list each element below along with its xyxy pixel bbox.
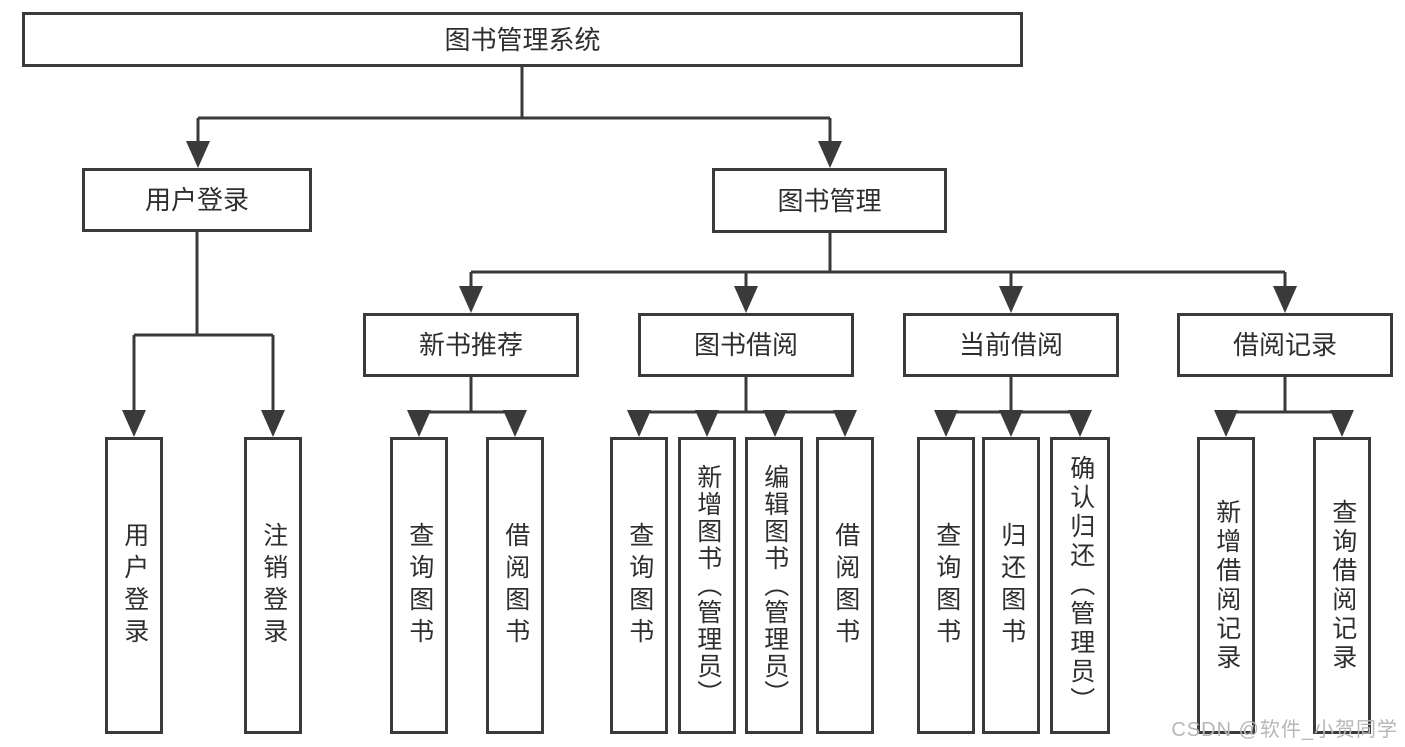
- leaf-edit-book-admin: 编辑图书（管理员）: [745, 437, 803, 734]
- node-label: 图书管理: [777, 185, 882, 216]
- leaf-label: 查询图书: [932, 521, 961, 650]
- leaf-label: 归还图书: [997, 521, 1026, 650]
- node-label: 借阅记录: [1232, 330, 1337, 360]
- connector-new-book-trunk: [419, 377, 515, 414]
- node-borrow-records: 借阅记录: [1177, 313, 1393, 377]
- node-user-login: 用户登录: [82, 168, 312, 232]
- node-label: 新书推荐: [418, 330, 523, 360]
- leaf-label: 借阅图书: [501, 521, 530, 650]
- leaf-borrow-books-recommend: 借阅图书: [486, 437, 544, 734]
- leaf-label: 用户登录: [120, 521, 149, 650]
- leaf-query-borrow-record: 查询借阅记录: [1313, 437, 1371, 734]
- csdn-watermark: CSDN @软件_小贺同学: [1171, 719, 1398, 741]
- leaf-confirm-return-admin: 确认归还（管理员）: [1050, 437, 1110, 734]
- connector-user-login-trunk: [132, 232, 275, 412]
- leaf-label: 确认归还（管理员）: [1066, 455, 1095, 716]
- node-label: 用户登录: [144, 185, 249, 215]
- leaf-borrow-books-borrow: 借阅图书: [816, 437, 874, 734]
- node-label: 图书借阅: [693, 330, 798, 360]
- connector-current-borrow-trunk: [946, 377, 1080, 414]
- leaf-user-login: 用户登录: [105, 437, 163, 734]
- leaf-logout: 注销登录: [244, 437, 302, 734]
- node-new-book-recommend: 新书推荐: [363, 313, 579, 377]
- leaf-label: 查询借阅记录: [1328, 498, 1357, 673]
- leaf-add-book-admin: 新增图书（管理员）: [678, 437, 736, 734]
- node-book-management: 图书管理: [712, 168, 947, 233]
- arrowheads: [122, 141, 1354, 437]
- leaf-label: 查询图书: [405, 521, 434, 650]
- node-book-borrow: 图书借阅: [638, 313, 854, 377]
- node-library-management-system: 图书管理系统: [22, 12, 1023, 67]
- connector-root-trunk: [196, 67, 832, 142]
- connector-book-borrow-trunk: [639, 377, 845, 414]
- leaf-label: 查询图书: [625, 521, 654, 650]
- leaf-query-books-recommend: 查询图书: [390, 437, 448, 734]
- leaf-label: 编辑图书（管理员）: [760, 464, 789, 707]
- leaf-query-books-current: 查询图书: [917, 437, 975, 734]
- leaf-return-books: 归还图书: [982, 437, 1040, 734]
- node-label: 图书管理系统: [444, 24, 601, 55]
- leaf-label: 注销登录: [259, 521, 288, 650]
- leaf-label: 新增图书（管理员）: [693, 464, 722, 707]
- leaf-query-books-borrow: 查询图书: [610, 437, 668, 734]
- leaf-label: 借阅图书: [831, 521, 860, 650]
- leaf-add-borrow-record: 新增借阅记录: [1197, 437, 1255, 734]
- node-label: 当前借阅: [958, 330, 1063, 360]
- connector-book-mgmt-trunk: [469, 233, 1287, 288]
- node-current-borrow: 当前借阅: [903, 313, 1119, 377]
- connector-borrow-records-trunk: [1226, 377, 1342, 414]
- leaf-label: 新增借阅记录: [1212, 498, 1241, 673]
